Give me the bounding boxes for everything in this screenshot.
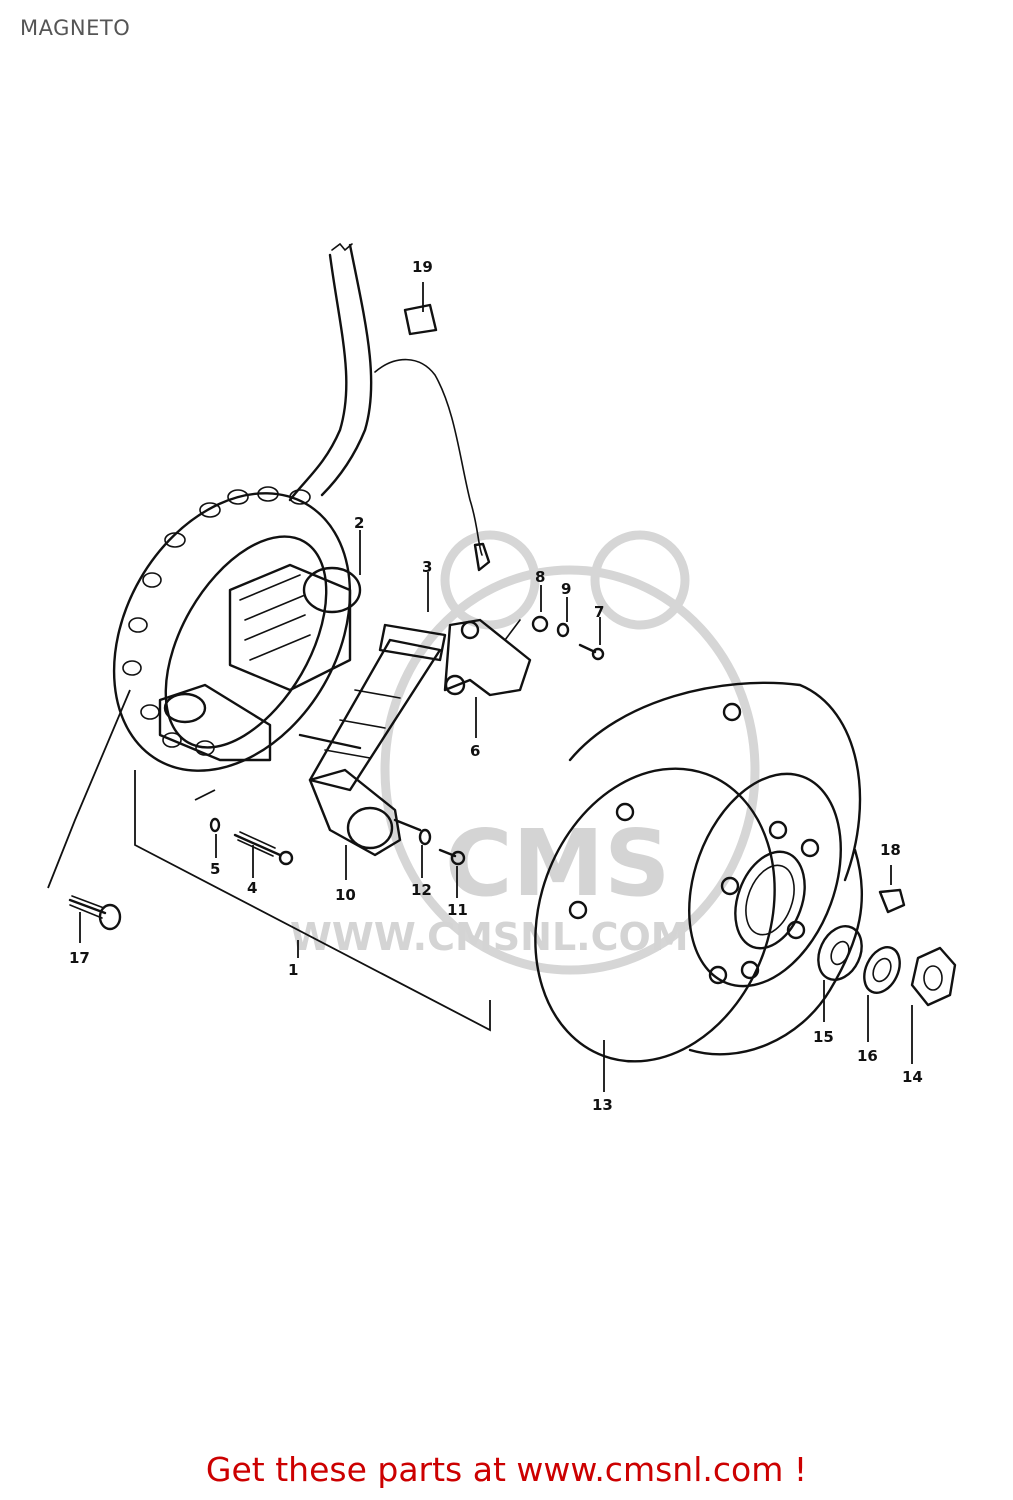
hardware [68,303,906,931]
callout-16: 16 [857,1047,878,1065]
callout-1: 1 [288,961,298,979]
callout-17: 17 [69,949,90,967]
callout-5: 5 [210,860,220,878]
callout-13: 13 [592,1096,613,1114]
callout-12: 12 [411,881,432,899]
condenser [308,768,422,857]
crank-hardware [817,925,957,1007]
callout-15: 15 [813,1028,834,1046]
callout-7: 7 [594,603,604,621]
callout-6: 6 [470,742,480,760]
leader-lines [79,282,913,1092]
footer-link-text[interactable]: Get these parts at www.cmsnl.com ! [205,1450,808,1489]
callout-labels: 1 2 3 4 5 6 7 8 9 10 11 12 13 14 15 16 1… [69,258,923,1114]
ignition-coil [228,563,362,692]
assembly-bracket [47,689,491,1032]
callout-11: 11 [447,901,468,919]
lighting-coil [298,623,447,792]
callout-9: 9 [561,580,571,598]
callout-4: 4 [247,879,257,897]
stator-plate [112,486,352,772]
secondary-coil [158,683,272,762]
callout-14: 14 [902,1068,923,1086]
page-title: MAGNETO [20,16,131,40]
callout-3: 3 [422,558,432,576]
callout-10: 10 [335,886,356,904]
cms-watermark: CMS WWW.CMSNL.COM [290,530,760,975]
watermark-logo-text: CMS [445,810,670,917]
callout-8: 8 [535,568,545,586]
contact-breaker [443,618,532,697]
flywheel-rotor [534,681,864,1063]
magneto-exploded-diagram: CMS WWW.CMSNL.COM [47,242,957,1114]
watermark-url-text: WWW.CMSNL.COM [290,915,689,959]
wire-harness [288,242,491,572]
callout-2: 2 [354,514,364,532]
callout-18: 18 [880,841,901,859]
callout-19: 19 [412,258,433,276]
